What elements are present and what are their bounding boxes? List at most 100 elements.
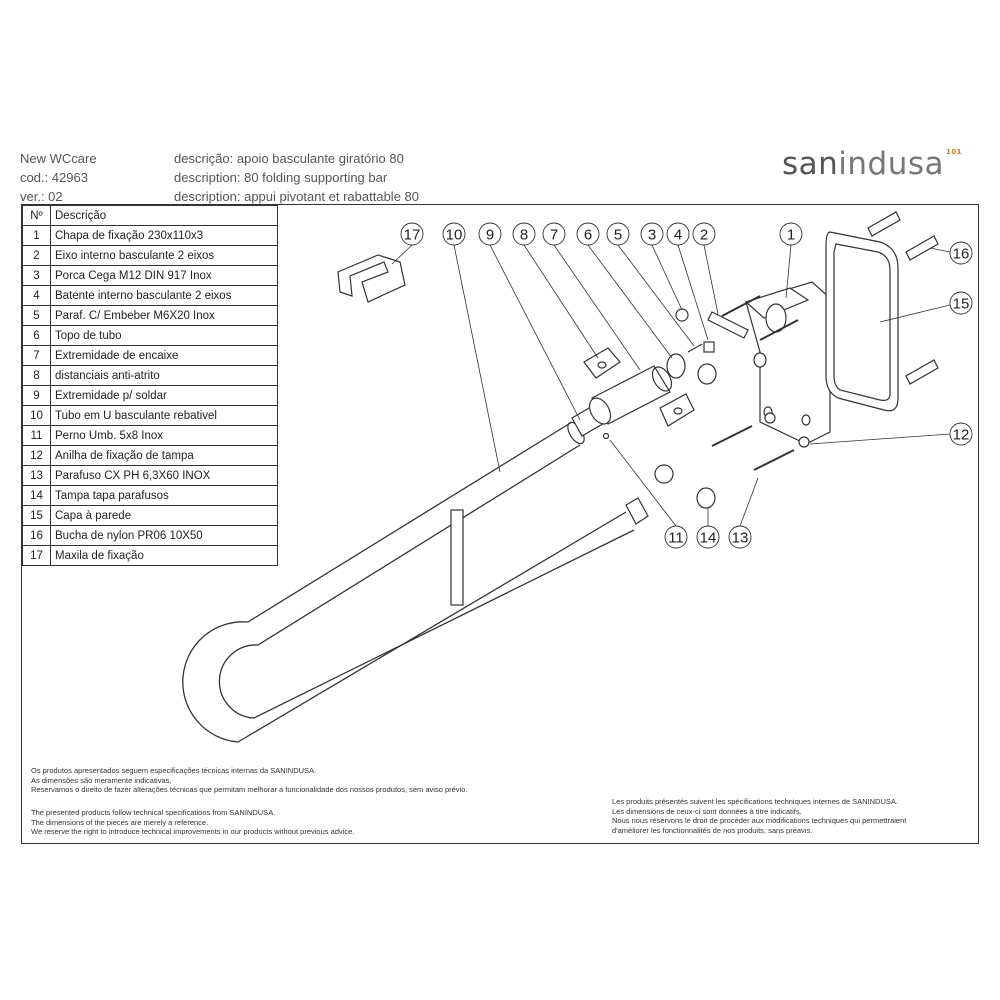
part-number: 5 (22, 305, 51, 326)
callout-11: 11 (668, 530, 684, 547)
description-pt: descrição: apoio basculante giratório 80 (174, 151, 404, 166)
callout-9: 9 (486, 227, 494, 244)
callout-8: 8 (520, 227, 528, 244)
small-cylinder (654, 464, 674, 484)
part-number: 16 (22, 525, 51, 546)
header-descriptions: descrição: apoio basculante giratório 80… (174, 149, 419, 206)
callout-13: 13 (732, 530, 749, 547)
spacer-8-lower (659, 393, 695, 427)
washer-12-a (764, 412, 776, 424)
part-description: Topo de tubo (50, 325, 278, 346)
part-number: 2 (22, 245, 51, 266)
drawing-frame (21, 204, 979, 844)
product-version: ver.: 02 (20, 189, 63, 204)
disclaimer-en: The presented products follow technical … (31, 808, 354, 837)
description-en: description: 80 folding supporting bar (174, 170, 388, 185)
disclaimer-line: Nous nous réservons le droit de procéder… (612, 816, 907, 825)
product-code: cod.: 42963 (20, 170, 88, 185)
part-description: Tubo em U basculante rebativel (50, 405, 278, 426)
u-tube (182, 421, 627, 743)
spacer-8-upper (583, 347, 621, 379)
spacer-small (697, 363, 717, 385)
logo-mark: 101 (946, 148, 963, 156)
part-number: 6 (22, 325, 51, 346)
disclaimer-line: The presented products follow technical … (31, 808, 276, 817)
logo-part-san: san (782, 146, 839, 182)
disclaimer-line: Reservamos o direito de fazer alterações… (31, 785, 468, 794)
clamp-17 (337, 254, 406, 303)
callout-10: 10 (446, 227, 463, 244)
disclaimer-line: The dimensions of the pieces are merely … (31, 817, 209, 827)
callout-3: 3 (648, 227, 656, 244)
part-description: Parafuso CX PH 6,3X60 INOX (50, 465, 278, 486)
part-number: 17 (22, 545, 51, 566)
part-description: Anilha de fixação de tampa (50, 445, 278, 466)
callout-5: 5 (614, 227, 622, 244)
disclaimer-fr: Les produits présentés suivent les spéci… (612, 797, 906, 835)
support-rod (450, 509, 464, 606)
parts-table-header: Nº Descrição (22, 205, 278, 226)
disclaimer-line: Os produtos apresentados seguem especifi… (31, 766, 317, 775)
callout-7: 7 (550, 227, 558, 244)
description-fr: description: appui pivotant et rabattabl… (174, 189, 420, 204)
part-number: 1 (22, 225, 51, 246)
nylon-plug-16-c (905, 359, 939, 385)
part-description: Extremidade de encaixe (50, 345, 278, 366)
column-header-number: Nº (22, 205, 51, 226)
rivet-11 (602, 432, 610, 440)
cap-nut-3 (675, 308, 689, 322)
disclaimer-line: Les produits présentés suivent les spéci… (612, 797, 898, 806)
tube-cap-6 (666, 353, 686, 379)
logo-part-indusa: indusa (838, 146, 945, 182)
callout-1: 1 (787, 227, 795, 244)
disclaimer-line: Les dimensions de ceux-ci sont données à… (612, 806, 802, 816)
part-description: Extremidade p/ soldar (50, 385, 278, 406)
callout-4: 4 (674, 227, 682, 244)
part-number: 15 (22, 505, 51, 526)
part-number: 7 (22, 345, 51, 366)
column-header-description: Descrição (50, 205, 278, 226)
part-description: Chapa de fixação 230x110x3 (50, 225, 278, 246)
axle-2 (707, 311, 749, 339)
part-description: Bucha de nylon PR06 10X50 (50, 525, 278, 546)
cover-cap-14 (696, 487, 716, 509)
disclaimer-pt: Os produtos apresentados seguem especifi… (31, 766, 467, 795)
callout-14: 14 (700, 530, 717, 547)
part-description: Eixo interno basculante 2 eixos (50, 245, 278, 266)
part-number: 8 (22, 365, 51, 386)
product-name: New WCcare (20, 151, 97, 166)
part-number: 9 (22, 385, 51, 406)
callout-17: 17 (404, 227, 421, 244)
part-number: 12 (22, 445, 51, 466)
part-number: 13 (22, 465, 51, 486)
nylon-plug-16-b (905, 235, 939, 261)
part-description: distanciais anti-atrito (50, 365, 278, 386)
part-description: Batente interno basculante 2 eixos (50, 285, 278, 306)
screw-13-b (753, 449, 795, 471)
part-number: 3 (22, 265, 51, 286)
callout-15: 15 (953, 296, 970, 313)
disclaimer-line: As dimensões são meramente indicativas. (31, 775, 172, 785)
disclaimer-line: d'améliorer les fonctionnalités de nos p… (612, 825, 813, 835)
wall-cover-15 (825, 231, 899, 412)
part-description: Capa à parede (50, 505, 278, 526)
screw-13-a (711, 425, 753, 447)
part-description: Paraf. C/ Embeber M6X20 Inox (50, 305, 278, 326)
